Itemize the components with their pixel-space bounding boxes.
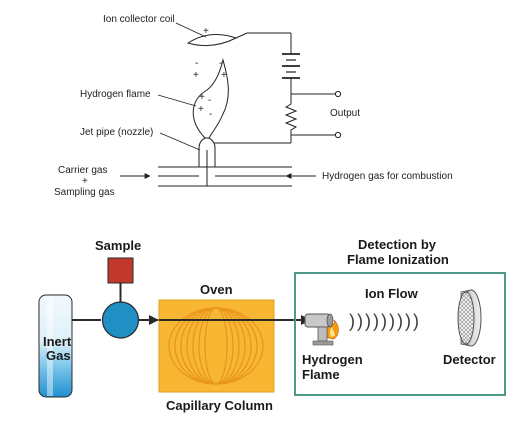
oven-box [158, 299, 275, 393]
plus-sign-label: + [82, 176, 88, 187]
capillary-column-label: Capillary Column [166, 398, 273, 413]
upper-schematic: Ion collector coil Hydrogen flame Jet pi… [54, 14, 453, 198]
hydrogen-flame-shape [192, 58, 229, 139]
charge-sign: - [209, 109, 212, 120]
detection-title-line2: Flame Ionization [347, 252, 449, 267]
coil-pointer-line [175, 22, 207, 38]
capillary-column-coil [168, 307, 264, 385]
coil-lead-wire [235, 32, 248, 39]
inert-gas-label-line2: Gas [46, 348, 71, 363]
output-label: Output [330, 108, 360, 119]
hydrogen-flame-label-line1: Hydrogen [302, 352, 363, 367]
charge-sign: + [203, 26, 209, 37]
charge-sign: - [208, 95, 211, 106]
lower-diagram: Inert Gas Sample Oven Capillary Column D… [38, 237, 506, 413]
detection-title-line1: Detection by [358, 237, 437, 252]
charge-sign: - [195, 58, 198, 69]
output-terminal-bottom [334, 131, 342, 139]
oven-label: Oven [200, 282, 233, 297]
output-terminal-top [334, 90, 342, 98]
charge-sign: + [221, 70, 227, 81]
battery-icon [282, 33, 300, 94]
charge-sign: - [219, 58, 222, 69]
hydrogen-flame-label-line2: Flame [302, 367, 340, 382]
detector-label: Detector [443, 352, 496, 367]
charge-sign: + [198, 104, 204, 115]
injector-port [101, 301, 140, 339]
sample-label: Sample [95, 238, 141, 253]
ion-flow-label: Ion Flow [365, 286, 419, 301]
hydrogen-gas-for-combustion-label: Hydrogen gas for combustion [322, 171, 453, 182]
jet-pipe-label: Jet pipe (nozzle) [80, 127, 153, 138]
flame-pointer-line [157, 94, 197, 107]
nozzle-pointer-line [159, 132, 201, 151]
ion-collector-coil [186, 33, 238, 47]
inert-gas-label-line1: Inert [43, 334, 72, 349]
ion-wave-glyphs: ))))))))) [349, 311, 421, 331]
hydrogen-burner-icon [304, 313, 339, 346]
sampling-gas-label: Sampling gas [54, 187, 115, 198]
sample-box [107, 257, 134, 284]
inert-gas-cylinder: Inert Gas [38, 294, 73, 398]
ion-collector-coil-label: Ion collector coil [103, 14, 175, 25]
charge-sign: + [199, 92, 205, 103]
hydrogen-flame-label: Hydrogen flame [80, 89, 151, 100]
charge-signs: + - + - + + - + - [193, 26, 227, 120]
resistor-icon [284, 94, 298, 143]
carrier-gas-label: Carrier gas [58, 165, 107, 176]
charge-sign: + [193, 70, 199, 81]
detector-icon [457, 289, 482, 347]
